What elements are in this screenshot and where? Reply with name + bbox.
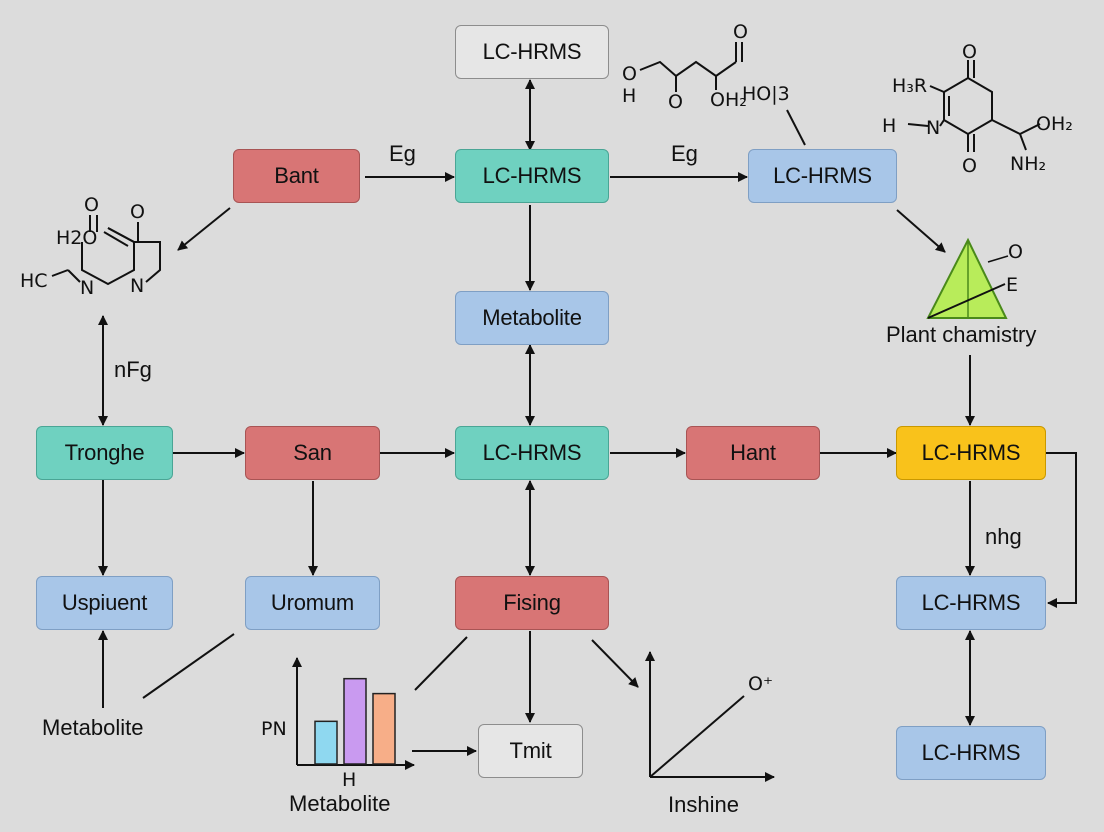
node-lc-hrms-top[interactable]: LC-HRMS [455, 25, 609, 79]
edge-label-eg-right: Eg [671, 141, 698, 166]
node-lc-hrms-right-mid[interactable]: LC-HRMS [896, 576, 1046, 630]
edge-label-eg-left: Eg [389, 141, 416, 166]
chem-left-o2: O [130, 201, 145, 223]
chem-structure-left: O O H2O HC N N [20, 194, 161, 299]
chem-top-oh: O [622, 63, 637, 85]
chem-structure-right: H₃R O H N OH₂ O NH₂ [882, 41, 1073, 177]
chem-right-n: N [926, 117, 940, 139]
node-bant[interactable]: Bant [233, 149, 360, 203]
chem-structure-top: O O H O OH₂ HO|3 [622, 21, 790, 113]
node-tronghe[interactable]: Tronghe [36, 426, 173, 480]
label-metabolite-left: Metabolite [42, 715, 144, 740]
edge-label-nhg: nhg [985, 524, 1022, 549]
chem-top-o-mid: O [668, 91, 683, 113]
node-lc-hrms-mid[interactable]: LC-HRMS [455, 426, 609, 480]
line-graph-line [649, 695, 745, 778]
line-graph: O⁺ [645, 651, 775, 782]
chem-left-n2: N [130, 275, 144, 297]
node-hant[interactable]: Hant [686, 426, 820, 480]
chem-top-o-top: O [733, 21, 748, 43]
chem-left-o1: O [84, 194, 99, 216]
node-lc-hrms-right-top[interactable]: LC-HRMS [748, 149, 897, 203]
node-uromum[interactable]: Uromum [245, 576, 380, 630]
chem-top-oh2: OH₂ [710, 89, 747, 111]
node-lc-hrms-right-bottom[interactable]: LC-HRMS [896, 726, 1046, 780]
chem-right-o-bottom: O [962, 155, 977, 177]
line-graph-label: O⁺ [748, 673, 773, 695]
triangle-e-label: E [1006, 274, 1018, 296]
node-lc-hrms-yellow[interactable]: LC-HRMS [896, 426, 1046, 480]
bar-1 [343, 677, 367, 765]
chem-right-h3r: H₃R [892, 75, 927, 97]
edge-right-triangle [896, 209, 946, 253]
chem-right-h: H [882, 115, 896, 137]
node-tmit[interactable]: Tmit [478, 724, 583, 778]
bar-chart: PN H [261, 657, 415, 791]
node-san[interactable]: San [245, 426, 380, 480]
chem-top-ho3: HO|3 [742, 83, 790, 105]
chem-right-o-top: O [962, 41, 977, 63]
label-metabolite-bottom: Metabolite [289, 791, 391, 816]
bar-0 [314, 720, 338, 765]
edge-fising-chart [414, 636, 468, 691]
chem-top-h: H [622, 85, 636, 107]
node-fising[interactable]: Fising [455, 576, 609, 630]
node-metabolite-center[interactable]: Metabolite [455, 291, 609, 345]
triangle-o-label: O [1008, 241, 1023, 263]
edge-fising-graph [591, 639, 639, 688]
bar-chart-y-label: PN [261, 718, 287, 740]
bar-2 [372, 692, 396, 765]
edge-top-chem-link [786, 109, 806, 146]
chem-right-nh2: NH₂ [1010, 153, 1046, 175]
edge-bant-chem [177, 207, 231, 251]
triangle-icon: O E [926, 237, 1023, 319]
chem-left-h2o: H2O [56, 227, 97, 249]
edge-label-nfg: nFg [114, 357, 152, 382]
node-uspiuent[interactable]: Uspiuent [36, 576, 173, 630]
chem-left-n1: N [80, 277, 94, 299]
chem-right-oh2: OH₂ [1036, 113, 1073, 135]
node-lc-hrms-center[interactable]: LC-HRMS [455, 149, 609, 203]
bar-chart-x-label: H [342, 769, 356, 791]
edge-uromum-metabolite [142, 633, 235, 699]
label-plant-chemistry: Plant chamistry [886, 322, 1037, 347]
chem-left-hc: HC [20, 270, 48, 292]
label-inshine: Inshine [668, 792, 739, 817]
edge-yellow-loop [1046, 452, 1077, 608]
